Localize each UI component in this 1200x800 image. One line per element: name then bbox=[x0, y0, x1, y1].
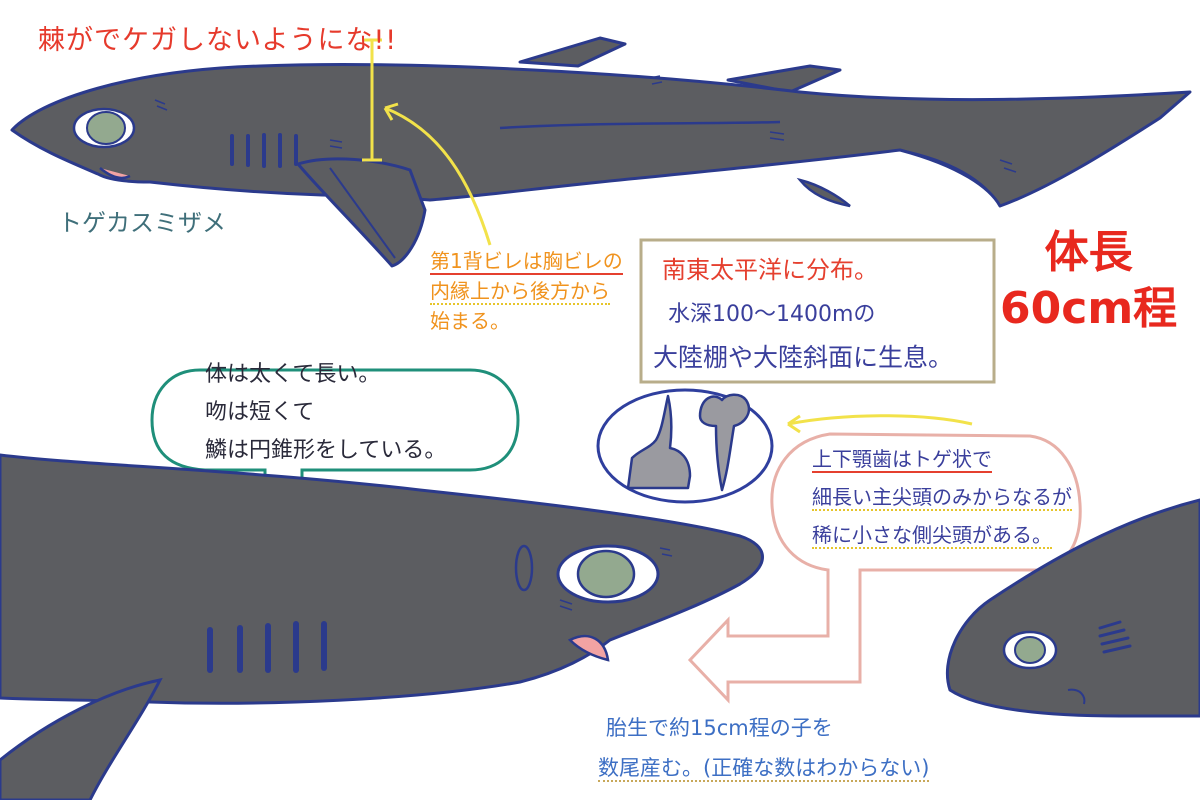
depth-text: 水深100〜1400mの bbox=[668, 302, 876, 327]
tooth-icon bbox=[626, 394, 692, 490]
body-length-title: 体長 bbox=[1044, 227, 1133, 278]
pectoral-fin bbox=[0, 677, 163, 800]
habitat-text: 大陸棚や大陸斜面に生息。 bbox=[653, 343, 954, 372]
dorsal-fin-note-line: 始まる。 bbox=[430, 309, 510, 333]
first-dorsal-fin bbox=[518, 36, 627, 68]
teeth-speech-bubble bbox=[687, 432, 1082, 704]
shark-mouth bbox=[567, 634, 610, 662]
teeth-description-line: 細長い主尖頭のみからなるが bbox=[812, 485, 1072, 511]
shark-mouth bbox=[99, 167, 131, 180]
shark-closeup bbox=[0, 453, 764, 800]
dorsal-fin-note: 第1背ビレは胸ビレの 内縁上から後方から 始まる。 bbox=[430, 246, 623, 336]
dorsal-fin-note-line: 第1背ビレは胸ビレの bbox=[430, 249, 623, 275]
species-name-label: トゲカスミザメ bbox=[58, 209, 226, 237]
body-description: 体は太くて長い。 吻は短くて 鱗は円錐形をしている。 bbox=[205, 356, 446, 470]
reproduction-line: 数尾産む。(正確な数はわからない) bbox=[598, 756, 930, 782]
body-description-line: 体は太くて長い。 bbox=[205, 362, 381, 387]
fin-pointer-arrow bbox=[384, 106, 492, 246]
fin-height-marker bbox=[362, 38, 492, 246]
teeth-description-line: 稀に小さな側尖頭がある。 bbox=[812, 523, 1052, 549]
gill-slits bbox=[207, 621, 327, 673]
body-description-line: 吻は短くて bbox=[205, 400, 315, 425]
distribution-box bbox=[639, 238, 996, 384]
gill-slits bbox=[230, 133, 298, 168]
reproduction-note: 胎生で約15cm程の子を 数尾産む。(正確な数はわからない) bbox=[598, 708, 930, 788]
shark-body bbox=[10, 63, 1192, 208]
body-length-label: 体長 60cm程 bbox=[1000, 225, 1177, 337]
shark-side-view bbox=[10, 36, 1192, 268]
tooth-icon bbox=[698, 393, 751, 492]
warning-text: 棘がでケガしないようにな!! bbox=[38, 25, 398, 56]
teeth-description: 上下顎歯はトゲ状で 細長い主尖頭のみからなるが 稀に小さな側尖頭がある。 bbox=[812, 440, 1072, 554]
distribution-text: 南東太平洋に分布。 bbox=[662, 256, 878, 284]
dorsal-fin-note-line: 内縁上から後方から bbox=[430, 279, 610, 305]
teeth-description-line: 上下顎歯はトゲ状で bbox=[812, 447, 992, 473]
body-description-line: 鱗は円錐形をしている。 bbox=[205, 438, 447, 463]
reproduction-line: 胎生で約15cm程の子を bbox=[606, 716, 833, 740]
lateral-line bbox=[499, 120, 781, 130]
body-length-value: 60cm程 bbox=[1000, 283, 1178, 334]
teeth-illustration bbox=[596, 388, 774, 504]
shark-partial-right bbox=[945, 498, 1200, 718]
